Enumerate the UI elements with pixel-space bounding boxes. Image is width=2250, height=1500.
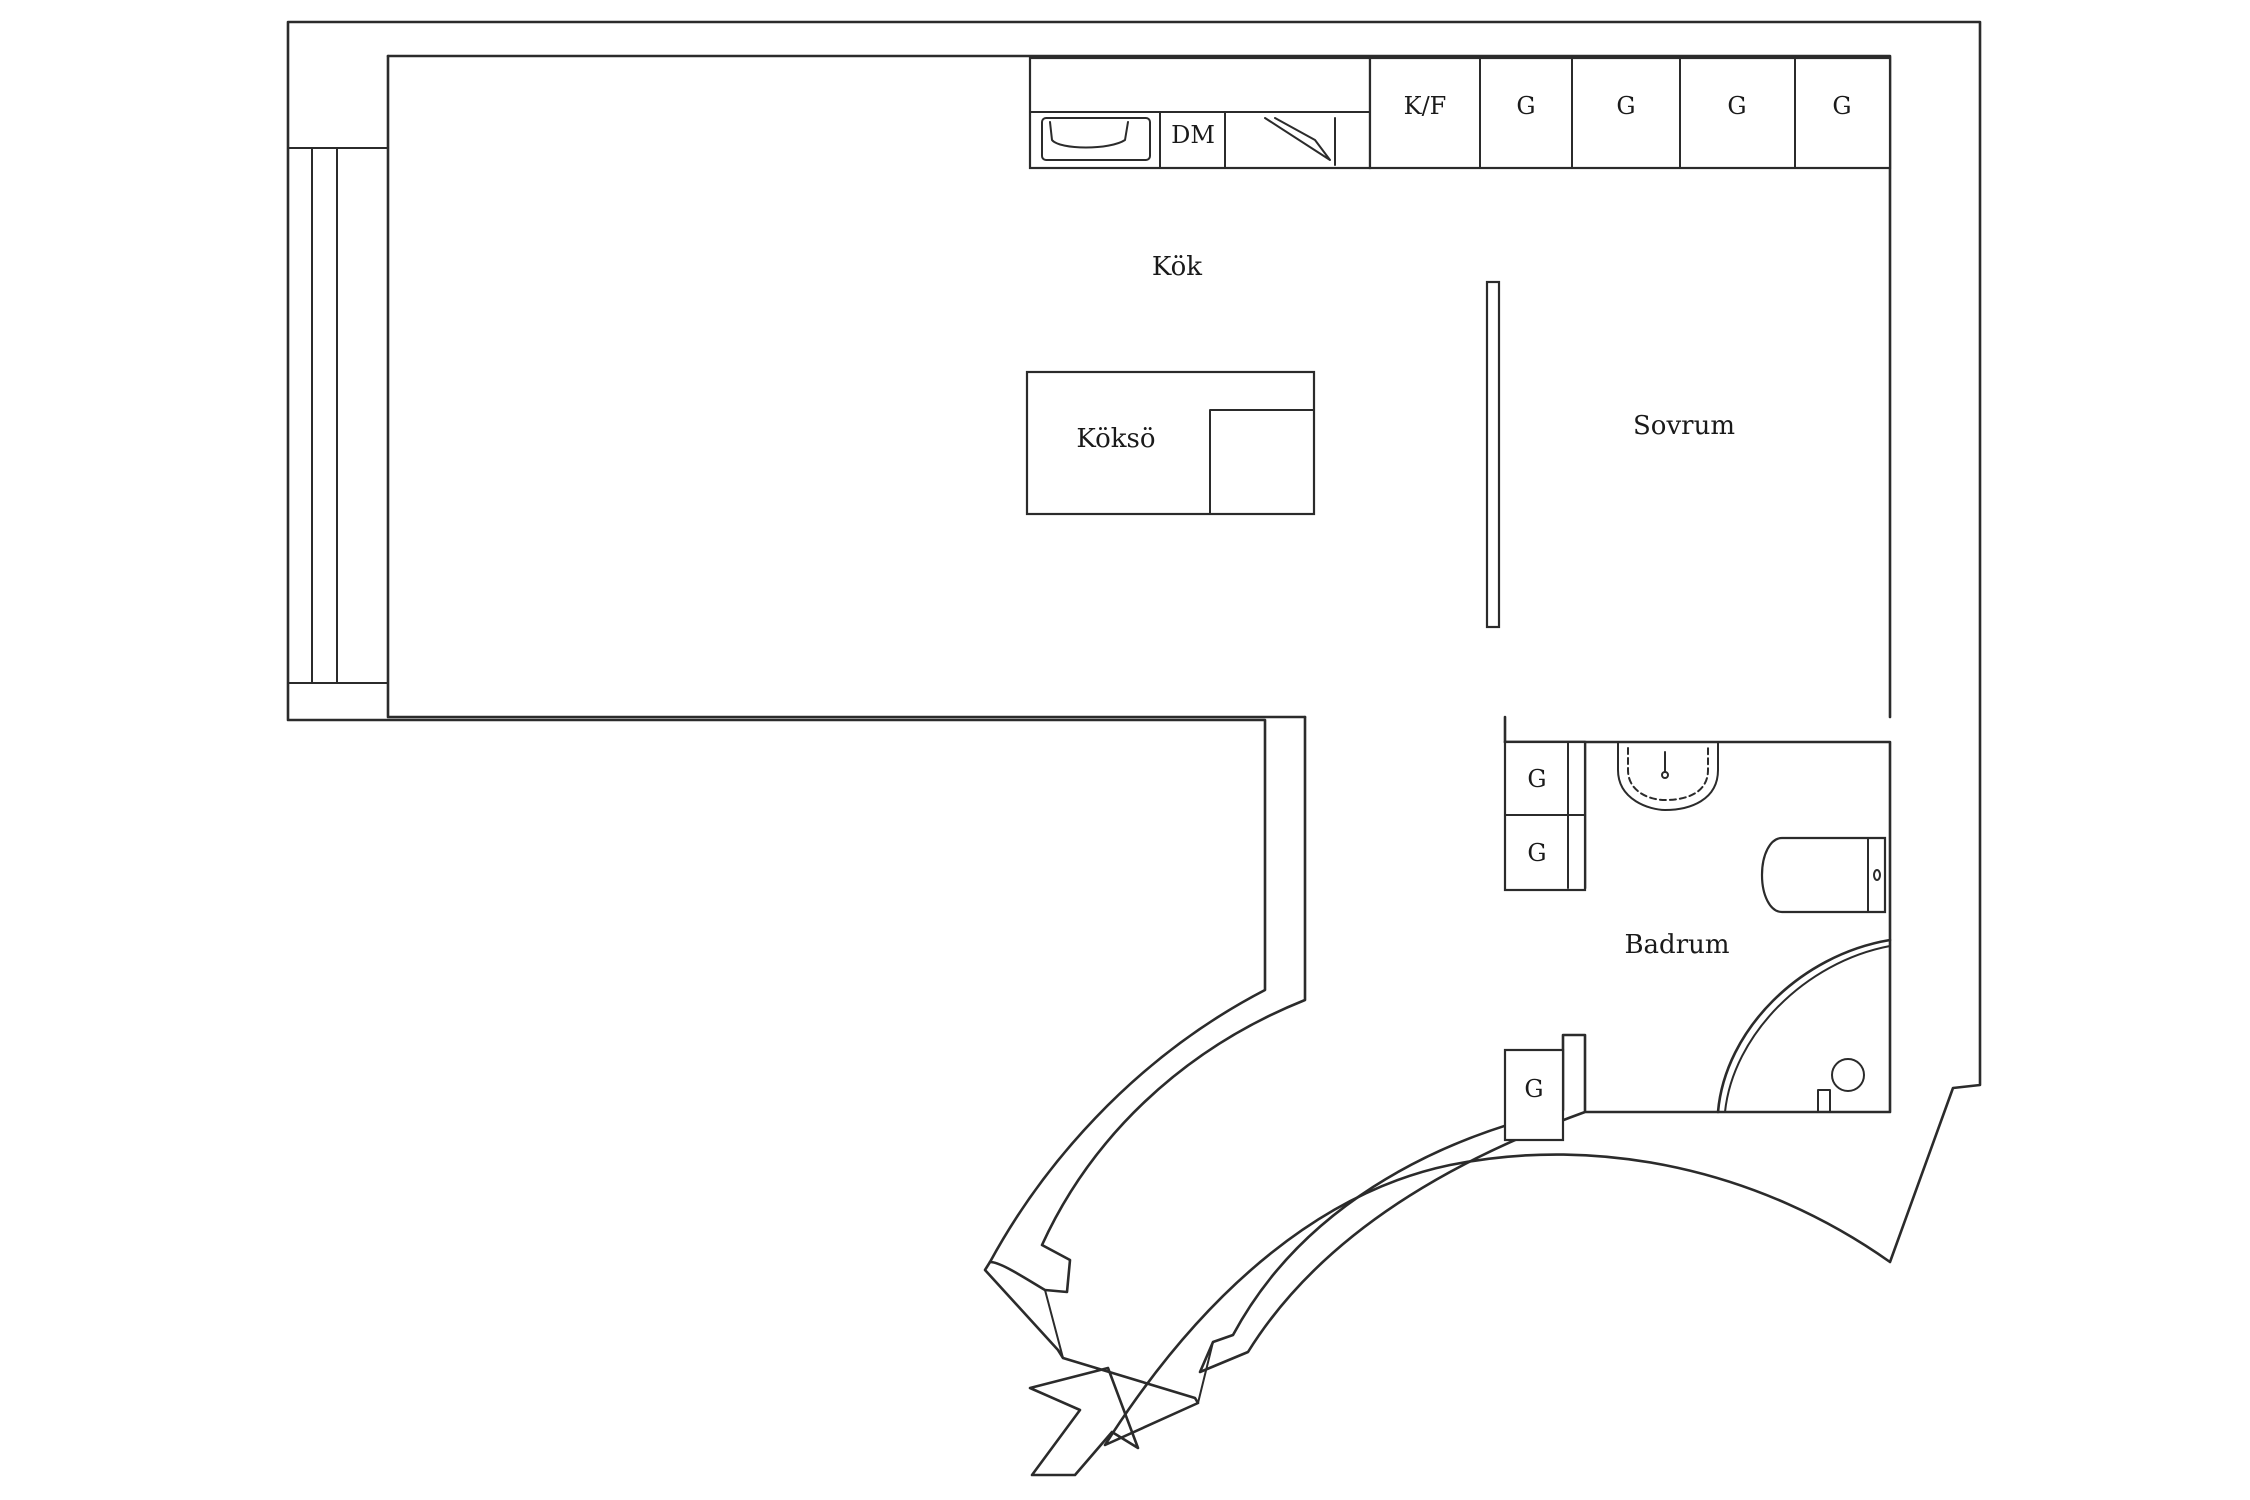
- wardrobe-label-2: G: [1616, 92, 1635, 120]
- bathroom: [1503, 740, 1892, 1142]
- entry-wardrobe-label: G: [1524, 1075, 1543, 1103]
- wardrobe-label-3: G: [1727, 92, 1746, 120]
- entrance-arrow-icon: [1028, 1366, 1140, 1477]
- dishwasher-label: DM: [1171, 121, 1215, 149]
- kitchen-counter: [1028, 56, 1372, 170]
- kitchen-island: [1025, 370, 1316, 516]
- tall-cabinets: [1368, 56, 1892, 170]
- room-label-sovrum: Sovrum: [1633, 411, 1735, 441]
- wardrobe-label-1: G: [1516, 92, 1535, 120]
- bath-wardrobe-label-1: G: [1527, 765, 1546, 793]
- window-left: [287, 147, 389, 684]
- room-label-badrum: Badrum: [1624, 930, 1729, 960]
- partition-wall: [1485, 280, 1501, 629]
- wardrobe-label-4: G: [1832, 92, 1851, 120]
- fridge-freezer-label: K/F: [1404, 92, 1447, 120]
- room-label-kok: Kök: [1152, 252, 1202, 282]
- inner-wall: [386, 54, 1892, 1404]
- room-label-koksö: Köksö: [1076, 424, 1155, 454]
- bath-wardrobe-label-2: G: [1527, 839, 1546, 867]
- outer-wall: [286, 20, 1982, 1447]
